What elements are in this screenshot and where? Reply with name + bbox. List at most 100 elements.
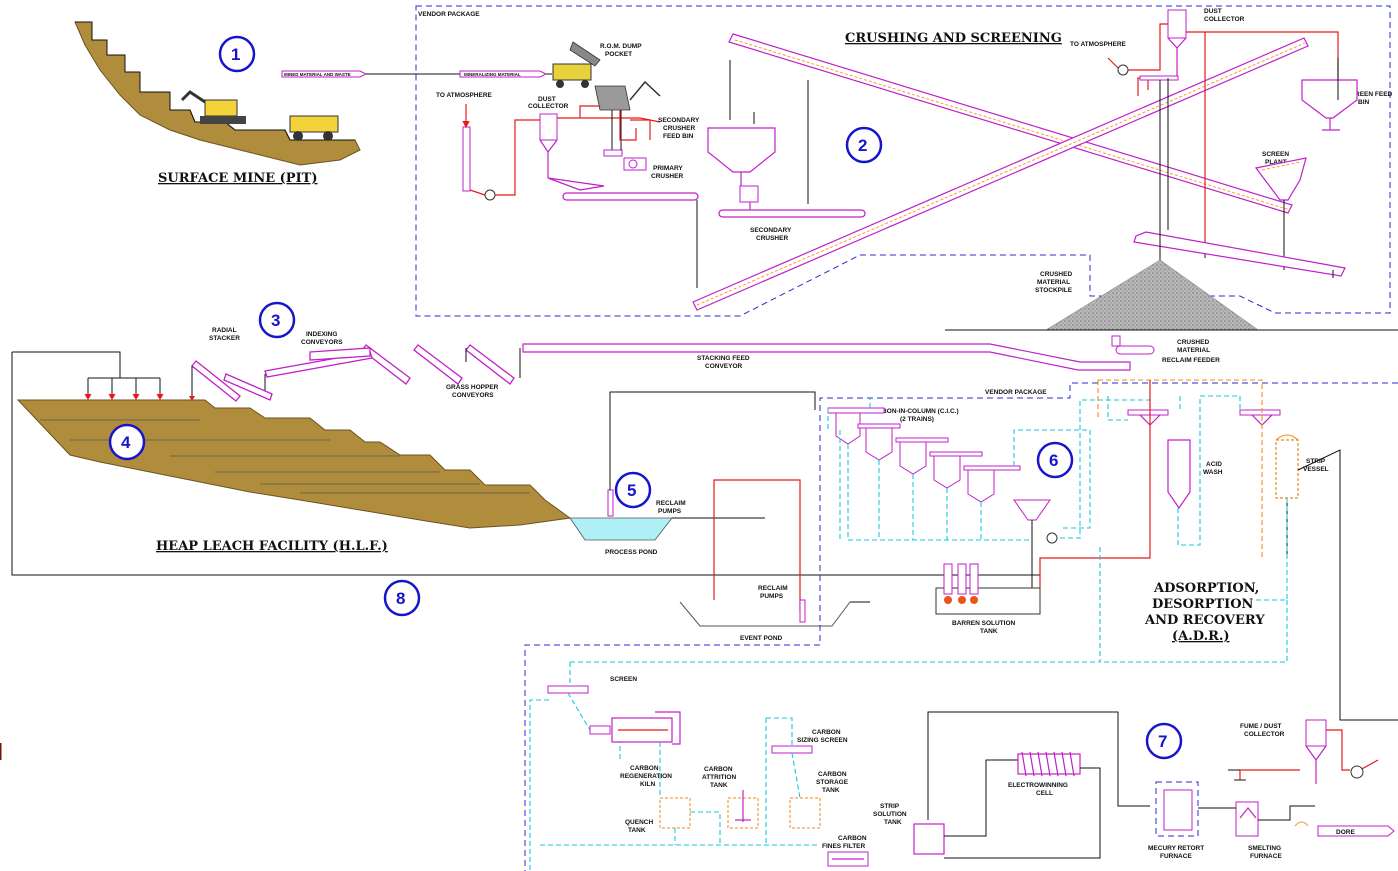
svg-text:CELL: CELL — [1036, 790, 1053, 797]
adr-title-1: ADSORPTION, — [1153, 581, 1259, 596]
svg-text:FINES FILTER: FINES FILTER — [822, 843, 866, 850]
carbon-sizing-screen — [772, 746, 812, 753]
marker-6: 6 — [1038, 443, 1072, 477]
mined-material-arrow: MINED MATERIAL AND WASTE MINERALIZING MA… — [282, 71, 552, 77]
svg-text:SECONDARY: SECONDARY — [658, 117, 700, 124]
svg-text:RADIAL: RADIAL — [212, 327, 237, 334]
surface-mine-pit: SURFACE MINE (PIT) — [75, 22, 360, 186]
svg-text:DUST: DUST — [538, 96, 556, 103]
svg-text:SIZING SCREEN: SIZING SCREEN — [797, 737, 848, 744]
svg-text:TO ATMOSPHERE: TO ATMOSPHERE — [436, 92, 493, 99]
svg-text:MECURY RETORT: MECURY RETORT — [1148, 845, 1204, 852]
svg-text:COLLECTOR: COLLECTOR — [1244, 731, 1285, 738]
svg-text:MINED MATERIAL AND WASTE: MINED MATERIAL AND WASTE — [284, 72, 351, 77]
marker-4: 4 — [110, 425, 144, 459]
blower-fan-icon — [485, 190, 495, 200]
svg-text:TANK: TANK — [628, 827, 646, 834]
svg-text:SMELTING: SMELTING — [1248, 845, 1281, 852]
svg-text:5: 5 — [627, 481, 636, 500]
conveyor-diagonal-1 — [729, 34, 1292, 213]
svg-text:CARBON: CARBON — [630, 765, 659, 772]
svg-text:CRUSHER: CRUSHER — [663, 125, 695, 132]
svg-text:EVENT POND: EVENT POND — [740, 635, 783, 642]
svg-text:PRIMARY: PRIMARY — [653, 165, 683, 172]
svg-text:CARBON: CARBON — [838, 835, 867, 842]
mercury-retort-furnace — [1164, 790, 1192, 830]
svg-text:CRUSHER: CRUSHER — [651, 173, 683, 180]
marker-8: 8 — [385, 581, 419, 615]
svg-text:CARBON: CARBON — [818, 771, 847, 778]
pump-icon — [944, 564, 978, 604]
adr-title-3: AND RECOVERY — [1144, 613, 1265, 628]
svg-text:STORAGE: STORAGE — [816, 779, 849, 786]
marker-3: 3 — [260, 303, 294, 337]
svg-text:BARREN SOLUTION: BARREN SOLUTION — [952, 620, 1016, 627]
conveyor-diagonal-2 — [693, 38, 1308, 310]
svg-text:SCREEN: SCREEN — [610, 676, 637, 683]
carbon-storage-tank — [790, 798, 820, 828]
haul-truck-icon — [290, 116, 338, 141]
crushing-title: CRUSHING AND SCREENING — [845, 31, 1062, 46]
marker-5: 5 — [616, 473, 650, 507]
dump-truck-icon — [553, 42, 600, 88]
svg-text:PUMPS: PUMPS — [658, 508, 682, 515]
svg-text:STACKER: STACKER — [209, 335, 240, 342]
svg-text:FURNACE: FURNACE — [1250, 853, 1282, 860]
svg-text:TO ATMOSPHERE: TO ATMOSPHERE — [1070, 41, 1127, 48]
svg-text:TANK: TANK — [822, 787, 840, 794]
svg-text:CONVEYORS: CONVEYORS — [301, 339, 343, 346]
svg-text:MATERIAL: MATERIAL — [1037, 279, 1070, 286]
marker-7: 7 — [1147, 724, 1181, 758]
svg-text:BIN: BIN — [1358, 99, 1370, 106]
screen-feed-bin — [1302, 80, 1357, 118]
svg-text:R.O.M. DUMP: R.O.M. DUMP — [600, 43, 642, 50]
rom-dump-pocket — [595, 86, 630, 110]
svg-text:STOCKPILE: STOCKPILE — [1035, 287, 1073, 294]
svg-text:CRUSHER: CRUSHER — [756, 235, 788, 242]
process-pond — [570, 518, 672, 540]
svg-text:STRIP: STRIP — [880, 803, 900, 810]
svg-text:ATTRITION: ATTRITION — [702, 774, 736, 781]
smelting-furnace — [1236, 802, 1258, 836]
svg-text:MATERIAL: MATERIAL — [1177, 347, 1210, 354]
marker-2: 2 — [847, 128, 881, 162]
svg-text:TANK: TANK — [980, 628, 998, 635]
reclaim-feeder — [1116, 346, 1154, 354]
adr-title-2: DESORPTION — [1152, 597, 1254, 612]
svg-text:4: 4 — [121, 433, 131, 452]
svg-text:KILN: KILN — [640, 781, 655, 788]
conveyor-secondary — [719, 210, 865, 217]
svg-text:CONVEYOR: CONVEYOR — [705, 363, 743, 370]
svg-text:TANK: TANK — [710, 782, 728, 789]
secondary-crusher — [740, 186, 758, 202]
svg-text:VESSEL: VESSEL — [1303, 466, 1329, 473]
svg-text:FEED BIN: FEED BIN — [663, 133, 694, 140]
svg-text:RECLAIM: RECLAIM — [656, 500, 686, 507]
svg-text:SOLUTION: SOLUTION — [873, 811, 907, 818]
svg-text:TANK: TANK — [884, 819, 902, 826]
adr-title-4: (A.D.R.) — [1172, 629, 1230, 644]
svg-text:COLLECTOR: COLLECTOR — [528, 103, 569, 110]
svg-text:RECLAIM FEEDER: RECLAIM FEEDER — [1162, 357, 1220, 364]
svg-text:SECONDARY: SECONDARY — [750, 227, 792, 234]
conveyor-primary — [563, 193, 698, 200]
svg-text:(2 TRAINS): (2 TRAINS) — [900, 416, 934, 423]
irrigation-header — [12, 352, 195, 401]
carbon-in-column-tanks — [828, 408, 1050, 590]
fume-dust-collector — [1306, 720, 1326, 746]
screen-plant — [1256, 158, 1306, 200]
crushed-material-stockpile — [1046, 260, 1258, 330]
svg-text:RECLAIM: RECLAIM — [758, 585, 788, 592]
svg-text:CONVEYORS: CONVEYORS — [452, 392, 494, 399]
svg-text:CRUSHED: CRUSHED — [1177, 339, 1209, 346]
screen-unit — [548, 686, 588, 693]
svg-text:QUENCH: QUENCH — [625, 819, 653, 826]
heap-leach-pad — [18, 400, 570, 528]
svg-text:VENDOR PACKAGE: VENDOR PACKAGE — [985, 389, 1047, 396]
svg-text:1: 1 — [231, 45, 240, 64]
secondary-crusher-feed-bin — [708, 128, 775, 172]
svg-text:INDEXING: INDEXING — [306, 331, 337, 338]
marker-1: 1 — [220, 37, 254, 71]
grasshopper-conveyors — [362, 345, 520, 384]
